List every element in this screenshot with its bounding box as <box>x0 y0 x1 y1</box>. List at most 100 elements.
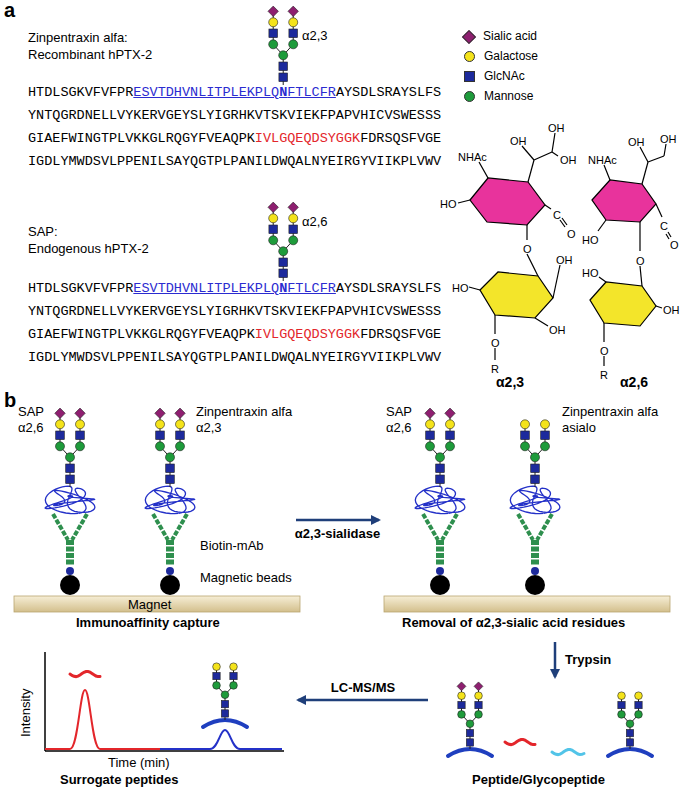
label-text: OH <box>548 122 565 134</box>
mannose-circle <box>156 442 165 451</box>
label-text: Zinpentraxin alfa <box>562 404 658 419</box>
antibody-arm <box>153 514 168 540</box>
sequence-text: IVLGQEQDSYGGK <box>255 327 360 342</box>
label-text: O <box>491 337 500 349</box>
glcnac-square <box>626 739 633 746</box>
text-line: R <box>600 367 608 382</box>
sialic-diamond <box>55 408 65 418</box>
glcnac-square <box>66 475 75 484</box>
label-text: Biotin-mAb <box>200 538 264 553</box>
antibody-symbol <box>153 514 187 566</box>
sialic-diamond <box>75 408 85 418</box>
sialic-galactose-structure <box>590 282 656 326</box>
glcnac-square <box>521 431 530 440</box>
label-text: OH <box>556 254 573 266</box>
text-line: SAP: <box>28 222 58 240</box>
process-arrow <box>554 642 557 677</box>
legend-text: Mannose <box>484 89 533 103</box>
peptide-squiggle <box>552 750 584 755</box>
step-region: Removal of α2,3-sialic acid residues <box>382 395 682 640</box>
sialic-galactose-structure <box>590 144 671 366</box>
text-line: NHAc <box>458 149 487 164</box>
magnetic-bead <box>160 575 180 595</box>
sialic-diamond <box>445 408 455 418</box>
legend-row: Sialic acid <box>462 26 538 46</box>
text-line: HO <box>582 265 599 280</box>
magnetic-bead <box>525 575 545 595</box>
text-line: asialo <box>562 418 596 436</box>
glycan-symbol <box>268 6 298 85</box>
glcnac-square <box>446 431 455 440</box>
sialic-galactose-structure <box>527 254 538 276</box>
antibody-symbol <box>518 514 552 566</box>
mannose-circle <box>446 442 455 451</box>
sialic-galactose-structure <box>522 146 534 160</box>
label-text: OH <box>510 135 527 147</box>
glycopeptide-backbone <box>608 749 652 756</box>
text-line: O <box>523 241 532 256</box>
antibody-arm <box>518 514 533 540</box>
sialic-galactose-structure <box>640 147 648 162</box>
antibody-arm <box>442 514 457 540</box>
mannose-circle <box>230 682 238 690</box>
protein-structure <box>45 486 95 514</box>
glcnac-square <box>269 225 278 234</box>
label-text: O <box>523 243 532 255</box>
galactose-circle <box>213 663 221 671</box>
sialic-diamond <box>425 408 435 418</box>
sialic-diamond <box>288 202 298 212</box>
step-region: Immunoaffinity capture <box>14 395 294 640</box>
sialic-diamond <box>457 682 466 691</box>
text-line: SAP <box>386 402 412 420</box>
biotin-dot <box>531 567 539 575</box>
protein-structure <box>415 486 465 514</box>
galactose-circle <box>458 692 466 700</box>
label-text: OH <box>660 133 677 145</box>
legend-text: Galactose <box>484 49 538 63</box>
sialic-galactose-structure <box>668 232 671 237</box>
label-text: Recombinant hPTX-2 <box>28 47 152 62</box>
text-line: SAP <box>18 402 44 420</box>
sequence-text: FTLCFR <box>287 85 336 100</box>
antibody-arm <box>537 514 552 540</box>
text-line: Intensity <box>16 689 34 737</box>
protein-structure <box>145 486 195 514</box>
sialic-galactose-structure <box>552 152 558 156</box>
sialic-diamond <box>474 682 483 691</box>
sequence-text: GIAEFWINGTPLVKKGLRQGYFVEAQPK <box>28 327 255 342</box>
label-text: HO <box>452 282 469 294</box>
text-line: OH <box>663 302 680 317</box>
glcnac-square <box>213 672 220 679</box>
text-line: O <box>491 335 500 350</box>
sequence-text: IGDLYMWDSVLPPENILSAYQGTPLPANILDWQALNYEIR… <box>28 154 441 169</box>
sequence-text: N <box>279 85 287 100</box>
galactose-circle <box>289 18 298 27</box>
label-text: O <box>670 239 679 251</box>
step-caption: Surrogate peptides <box>60 772 178 787</box>
text-line: IGDLYMWDSVLPPENILSAYQGTPLPANILDWQALNYEIR… <box>28 347 441 366</box>
chromatogram-axes <box>44 652 46 751</box>
label-text: Zinpentraxin alfa <box>196 404 292 419</box>
label-text: O <box>636 255 645 267</box>
galactose-circle <box>269 214 278 223</box>
sialic-galactose-structure <box>469 287 480 290</box>
antibody-stem <box>170 540 174 566</box>
mannose-circle <box>221 691 229 699</box>
glcnac-square <box>626 729 633 736</box>
glcnac-square <box>221 700 228 707</box>
text-line: Endogenous hPTX-2 <box>28 239 149 257</box>
sequence-text: IGDLYMWDSVLPPENILSAYQGTPLPANILDWQALNYEIR… <box>28 350 441 365</box>
glcnac-square <box>66 464 75 473</box>
sialic-galactose-structure <box>603 323 604 342</box>
antibody-stem <box>70 540 74 566</box>
text-line: YNTQGRDNELLVYKERVGEYSLYIGRHKVTSKVIEKFPAP… <box>28 105 441 124</box>
galactose-circle <box>56 420 65 429</box>
label-text: HO <box>582 267 599 279</box>
label-text: Intensity <box>18 689 33 737</box>
process-arrow <box>296 519 379 522</box>
glycan-symbol <box>155 408 185 487</box>
mannose-circle <box>56 442 65 451</box>
legend-swatch <box>464 51 475 62</box>
legend: Sialic acidGalactoseGlcNAcMannose <box>462 26 538 106</box>
